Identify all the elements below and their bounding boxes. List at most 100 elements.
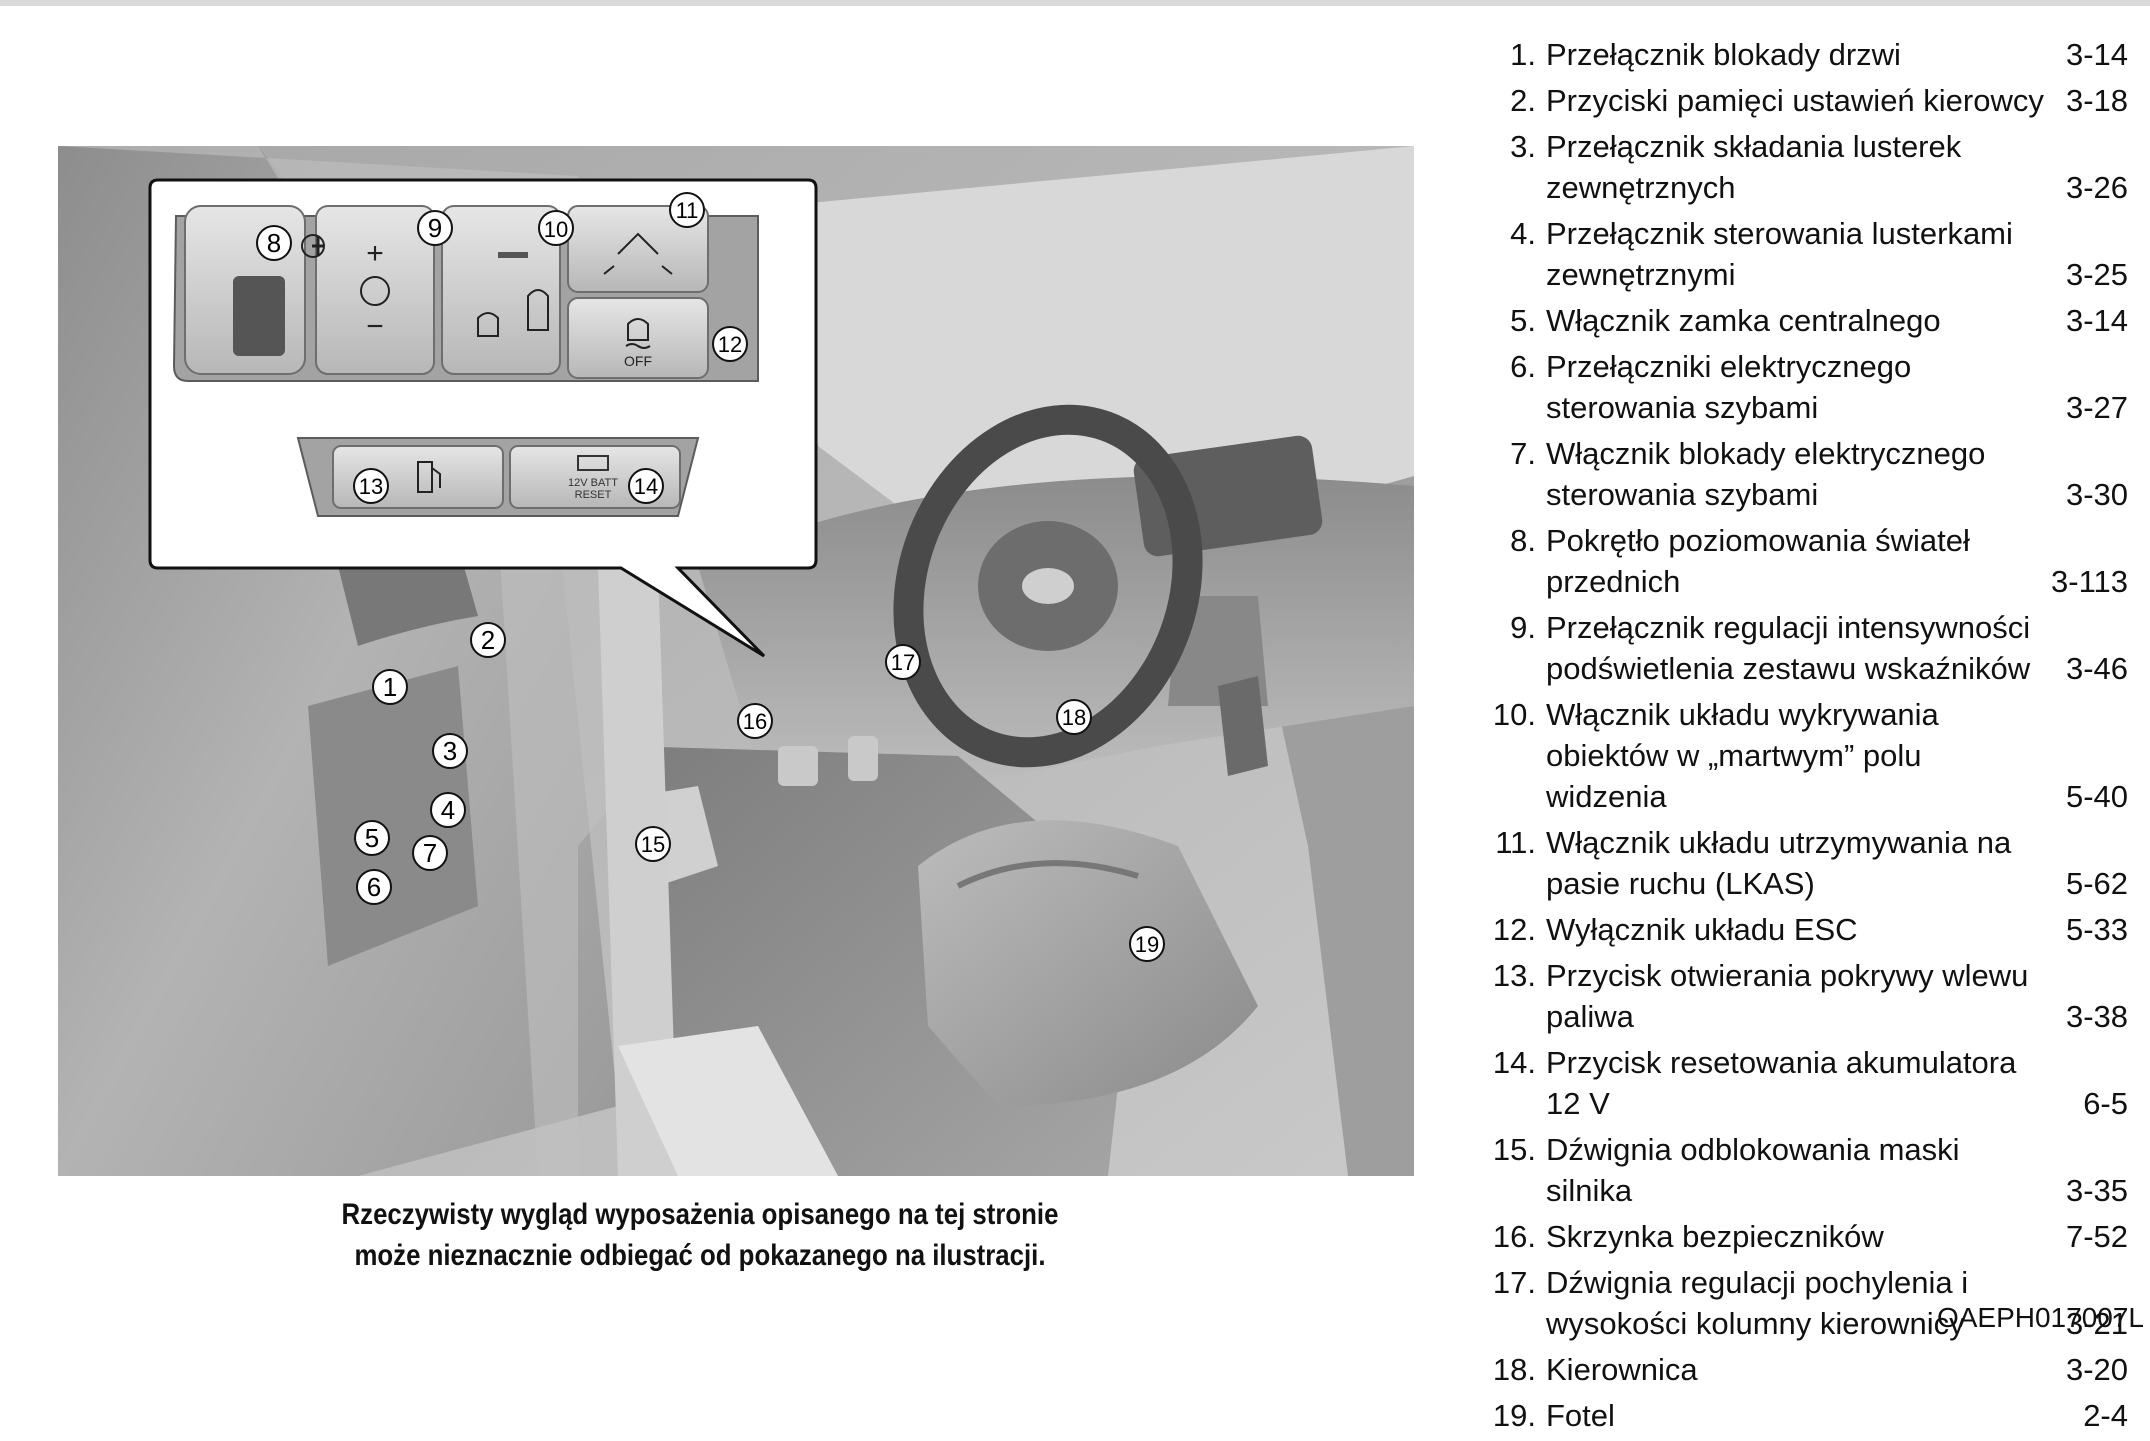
- legend-number: 11.: [1495, 825, 1536, 860]
- legend-page-ref: 5-62: [2065, 866, 2128, 901]
- legend-description: Przełączniki elektrycznego sterowania sz…: [1546, 349, 1912, 425]
- callout-17: 17: [885, 644, 921, 680]
- b-pillar: [598, 566, 678, 1176]
- legend-item: 4. Przełącznik sterowania lusterkami zewn…: [1456, 213, 2128, 295]
- legend-item: 17. Dźwignia regulacji pochylenia i wysok…: [1456, 1262, 2128, 1344]
- seat-seam: [956, 860, 1139, 889]
- legend-number: 10.: [1492, 697, 1536, 732]
- callout-8: 8: [256, 225, 292, 261]
- headlight-leveling-wheel[interactable]: [233, 276, 285, 356]
- legend-description: Przycisk resetowania akumulatora 12 V: [1546, 1045, 2017, 1121]
- svg-text:15: 15: [641, 832, 665, 857]
- svg-text:1: 1: [383, 672, 397, 702]
- legend-page-ref: 5-33: [2065, 912, 2128, 947]
- pedal-brake: [778, 746, 818, 786]
- legend-page-ref: 3-27: [2065, 390, 2128, 425]
- svg-text:13: 13: [359, 474, 383, 499]
- legend-item: 3. Przełącznik składania lusterek zewnętr…: [1456, 126, 2128, 208]
- lkas-switch[interactable]: [567, 205, 709, 293]
- callout-1: 1: [372, 669, 408, 705]
- svg-text:16: 16: [743, 709, 767, 734]
- legend-page-ref: 3-18: [2065, 83, 2128, 118]
- callout-4: 4: [430, 792, 466, 828]
- legend-item: 9.Przełącznik regulacji intensywności po…: [1456, 607, 2128, 689]
- legend-description: Włącznik układu utrzymywania na pasie ru…: [1546, 825, 2012, 901]
- legend-number: 3.: [1510, 129, 1536, 164]
- legend-description: Włącznik układu wykrywania obiektów w „m…: [1546, 697, 1939, 814]
- legend-description: Przełącznik sterowania lusterkami zewnęt…: [1546, 216, 2013, 292]
- blind-spot-car-small-icon: [477, 312, 499, 337]
- pedal-accelerator: [848, 736, 878, 781]
- caption-line-2: może nieznacznie odbiegać od pokazanego …: [354, 1239, 1046, 1272]
- callout-6: 6: [356, 869, 392, 905]
- esc-skid-icon: [625, 318, 651, 349]
- legend-description: Wyłącznik układu ESC: [1546, 912, 1858, 947]
- headlight-level-icon: [312, 236, 324, 256]
- caption-line-1: Rzeczywisty wygląd wyposażenia opisanego…: [341, 1198, 1059, 1231]
- svg-text:19: 19: [1135, 932, 1159, 957]
- legend-page-ref: 3-14: [2065, 303, 2128, 338]
- legend-description: Skrzynka bezpieczników: [1546, 1219, 1884, 1254]
- esc-off-switch[interactable]: [567, 297, 709, 379]
- svg-text:9: 9: [428, 213, 442, 243]
- legend-number: 4.: [1510, 216, 1536, 251]
- legend-page-ref: 3-113: [2051, 564, 2128, 599]
- steering-wheel-rim: [893, 404, 1203, 768]
- blind-spot-detection-switch[interactable]: [441, 205, 561, 375]
- callout-3: 3: [432, 733, 468, 769]
- legend-number: 6.: [1510, 349, 1536, 384]
- legend-description: Przełącznik blokady drzwi: [1546, 37, 1901, 72]
- legend-number: 16.: [1492, 1219, 1536, 1254]
- legend-item: 13.Przycisk otwierania pokrywy wlewu pal…: [1456, 955, 2128, 1037]
- legend-page-ref: 3-14: [2065, 37, 2128, 72]
- battery-icon: [577, 455, 609, 471]
- callout-11: 11: [669, 192, 705, 228]
- callout-18: 18: [1056, 699, 1092, 735]
- legend-description: Przycisk otwierania pokrywy wlewu paliwa: [1546, 958, 2029, 1034]
- legend-page-ref: 3-38: [2065, 999, 2128, 1034]
- figure-code: OAEPH017007L: [1936, 1302, 2144, 1333]
- legend-description: Przyciski pamięci ustawień kierowcy: [1546, 83, 2044, 118]
- legend-number: 19.: [1492, 1398, 1536, 1433]
- legend-description: Dźwignia regulacji pochylenia i wysokośc…: [1546, 1265, 1969, 1341]
- legend-description: Włącznik blokady elektrycznego sterowani…: [1546, 436, 1986, 512]
- gear-shifter: [1218, 676, 1268, 776]
- legend-item: 10. Włącznik układu wykrywania obiektów w…: [1456, 694, 2128, 817]
- legend-item: 8.Pokrętło poziomowania świateł przednic…: [1456, 520, 2128, 602]
- legend-description: Przełącznik składania lusterek zewnętrzn…: [1546, 129, 1962, 205]
- callout-12: 12: [712, 326, 748, 362]
- legend-number: 14.: [1492, 1045, 1536, 1080]
- lane-keeping-icon: [603, 232, 673, 275]
- brightness-minus-label: −: [366, 310, 384, 343]
- legend-page-ref: 3-20: [2065, 1352, 2128, 1387]
- svg-text:8: 8: [267, 228, 281, 258]
- legend-number: 7.: [1510, 436, 1536, 471]
- callout-16: 16: [737, 703, 773, 739]
- svg-text:4: 4: [441, 795, 455, 825]
- legend-item: 6. Przełączniki elektrycznego sterowania …: [1456, 346, 2128, 428]
- legend-page-ref: 3-21: [2065, 1306, 2128, 1341]
- bsd-indicator-light: [498, 252, 528, 258]
- door-sill: [618, 1026, 838, 1176]
- legend-number: 1.: [1510, 37, 1536, 72]
- legend-description: Włącznik zamka centralnego: [1546, 303, 1941, 338]
- svg-text:14: 14: [634, 474, 658, 499]
- legend-number: 9.: [1510, 610, 1536, 645]
- callout-13: 13: [353, 468, 389, 504]
- blind-spot-car-icon: [527, 289, 549, 331]
- svg-text:12: 12: [718, 332, 742, 357]
- legend-number: 18.: [1492, 1352, 1536, 1387]
- callout-2: 2: [470, 622, 506, 658]
- svg-text:11: 11: [676, 198, 699, 223]
- instrument-brightness-switch[interactable]: [315, 205, 435, 375]
- legend-page-ref: 3-25: [2065, 257, 2128, 292]
- legend-page-ref: 3-30: [2065, 477, 2128, 512]
- legend-number: 15.: [1492, 1132, 1536, 1167]
- legend-number: 17.: [1492, 1265, 1536, 1300]
